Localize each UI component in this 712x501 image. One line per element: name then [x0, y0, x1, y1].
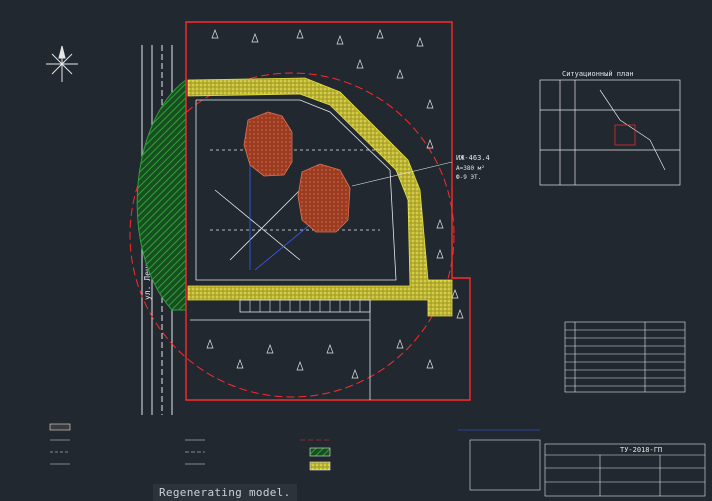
inset-plan	[539, 79, 681, 186]
tree-symbols	[206, 29, 464, 379]
bottom-legend	[49, 423, 331, 471]
access-road-hatch	[187, 77, 453, 317]
building-callout: ИЖ-463.4 А=380 м² Ф-9 ЭТ.	[351, 154, 490, 187]
command-line-status: Regenerating model.	[153, 484, 297, 501]
building-2	[297, 163, 351, 233]
svg-text:А=380 м²: А=380 м²	[456, 165, 485, 172]
site-boundary	[185, 21, 471, 401]
street-label: ул. Ленина	[143, 252, 152, 300]
parking-stalls	[249, 300, 361, 312]
title-block-code: ТУ-2018-ГП	[620, 446, 662, 454]
site-inner-lines	[190, 99, 397, 400]
zone-circle	[129, 72, 455, 398]
north-arrow-icon	[46, 45, 78, 82]
title-block	[458, 429, 706, 497]
building-1	[243, 111, 293, 177]
green-zone-hatch	[136, 79, 187, 311]
svg-text:ИЖ-463.4: ИЖ-463.4	[456, 154, 490, 162]
inset-title: Ситуационный план	[562, 70, 634, 78]
svg-text:Ф-9 ЭТ.: Ф-9 ЭТ.	[456, 174, 481, 181]
explication-table	[564, 321, 686, 393]
